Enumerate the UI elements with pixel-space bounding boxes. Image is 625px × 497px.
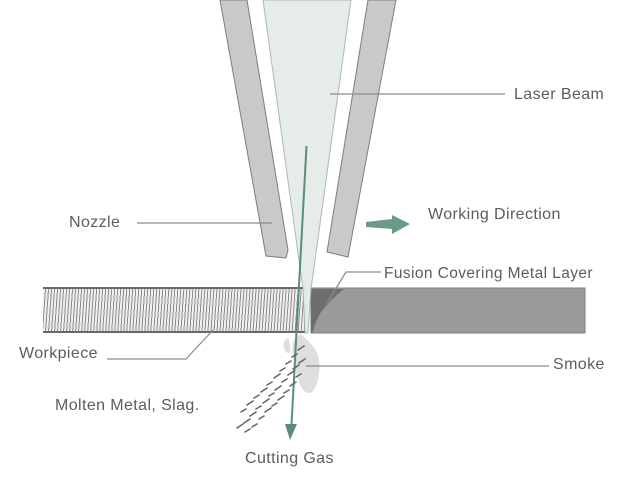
laser-beam-label: Laser Beam bbox=[514, 86, 605, 103]
cutting-gas-line bbox=[290, 145, 308, 426]
fusion-layer-label: Fusion Covering Metal Layer bbox=[384, 265, 593, 282]
fusion-layer-wedge bbox=[311, 289, 344, 332]
cutting-gas-label: Cutting Gas bbox=[245, 450, 334, 467]
workpiece-label: Workpiece bbox=[19, 345, 98, 362]
smoke-plume bbox=[283, 334, 320, 394]
smoke-label: Smoke bbox=[553, 356, 605, 373]
laser-beam-cone bbox=[262, 0, 352, 334]
working-direction-label: Working Direction bbox=[428, 206, 561, 223]
working-direction-arrow-icon bbox=[366, 215, 410, 234]
molten-metal-speckles bbox=[236, 345, 306, 433]
nozzle-right-wall bbox=[326, 0, 397, 258]
callout-lines bbox=[107, 93, 549, 367]
fusion-layer-callout-line bbox=[326, 271, 381, 304]
workpiece-solid-section bbox=[310, 287, 586, 334]
nozzle-left-wall bbox=[219, 0, 289, 259]
workpiece-hatched-section bbox=[43, 287, 306, 333]
cutting-gas-arrow-icon bbox=[285, 424, 297, 440]
nozzle-label: Nozzle bbox=[69, 214, 121, 231]
molten-metal-label: Molten Metal, Slag. bbox=[55, 397, 200, 414]
workpiece-callout-line bbox=[107, 329, 214, 360]
